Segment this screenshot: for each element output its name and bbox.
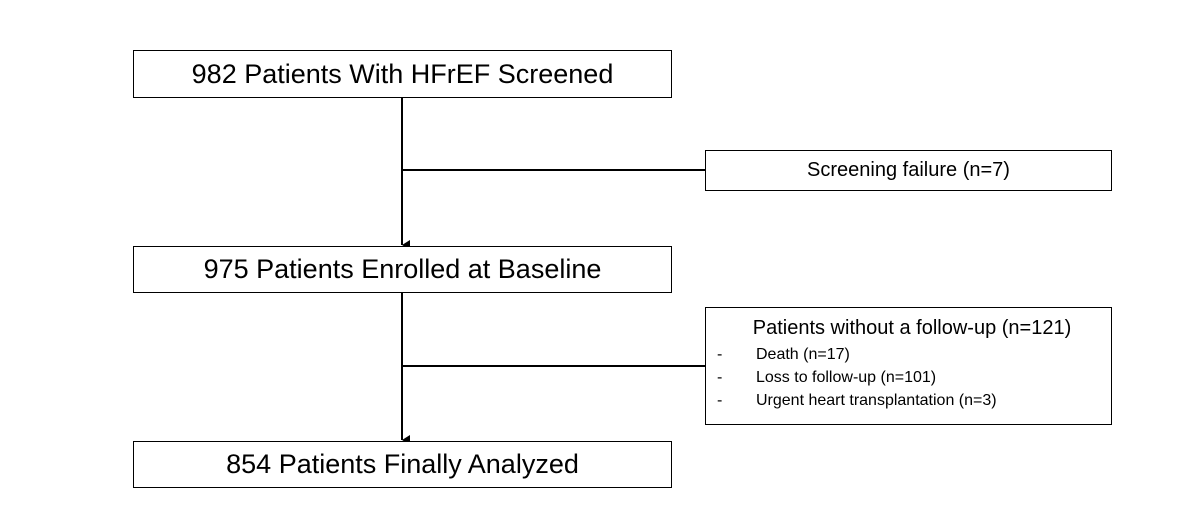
screening-failure-label: Screening failure (n=7)	[807, 159, 1010, 181]
list-item: - Urgent heart transplantation (n=3)	[717, 389, 1101, 412]
enrolled-box: 975 Patients Enrolled at Baseline	[133, 246, 672, 293]
screened-box: 982 Patients With HFrEF Screened	[133, 50, 672, 98]
analyzed-box: 854 Patients Finally Analyzed	[133, 441, 672, 488]
list-item: - Loss to follow-up (n=101)	[717, 366, 1101, 389]
analyzed-label: 854 Patients Finally Analyzed	[226, 449, 579, 479]
list-bullet: -	[717, 392, 723, 409]
list-item: - Death (n=17)	[717, 343, 1101, 366]
list-bullet: -	[717, 346, 723, 363]
list-item-label: Loss to follow-up (n=101)	[756, 369, 937, 386]
list-item-label: Death (n=17)	[756, 346, 850, 363]
screening-failure-box: Screening failure (n=7)	[705, 150, 1112, 191]
no-followup-title: Patients without a follow-up (n=121)	[752, 317, 1072, 339]
list-bullet: -	[717, 369, 723, 386]
screened-label: 982 Patients With HFrEF Screened	[191, 58, 614, 89]
no-followup-box: Patients without a follow-up (n=121) - D…	[705, 307, 1112, 425]
list-item-label: Urgent heart transplantation (n=3)	[756, 392, 997, 409]
enrolled-label: 975 Patients Enrolled at Baseline	[203, 254, 602, 284]
